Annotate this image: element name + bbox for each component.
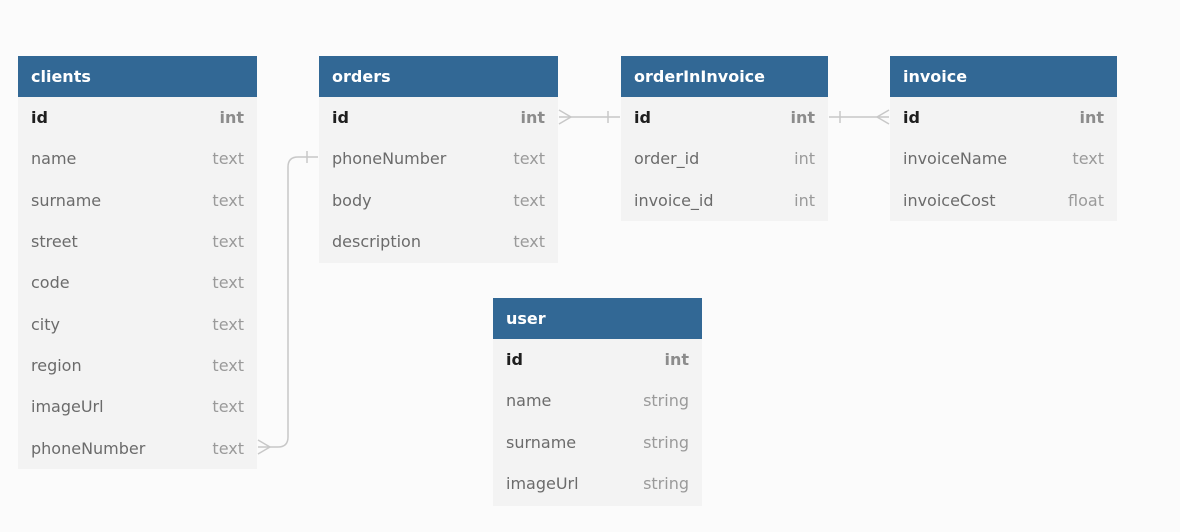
table-clients[interactable]: clients id int name text surname text stree… — [18, 56, 257, 469]
table-row[interactable]: invoiceCost float — [890, 180, 1117, 221]
column-name: street — [31, 232, 78, 252]
column-type: int — [219, 108, 244, 128]
table-row[interactable]: region text — [18, 345, 257, 386]
column-type: int — [664, 350, 689, 370]
column-name: id — [332, 108, 349, 128]
column-name: phoneNumber — [31, 438, 146, 458]
column-type: int — [1079, 108, 1104, 128]
column-name: imageUrl — [506, 474, 579, 494]
table-row[interactable]: imageUrl string — [493, 463, 702, 504]
column-type: text — [513, 190, 545, 210]
column-name: id — [903, 108, 920, 128]
table-row[interactable]: surname text — [18, 180, 257, 221]
column-name: id — [31, 108, 48, 128]
table-invoice[interactable]: invoice id int invoiceName text invoiceCos… — [890, 56, 1117, 221]
table-header[interactable]: clients — [18, 56, 257, 97]
table-header[interactable]: invoice — [890, 56, 1117, 97]
table-row[interactable]: id int — [621, 97, 828, 138]
table-row[interactable]: street text — [18, 221, 257, 262]
table-row[interactable]: invoice_id int — [621, 180, 828, 221]
column-name: city — [31, 314, 60, 334]
table-row[interactable]: name text — [18, 138, 257, 179]
column-name: invoiceName — [903, 149, 1008, 169]
column-type: int — [520, 108, 545, 128]
column-type: float — [1068, 190, 1104, 210]
table-row[interactable]: invoiceName text — [890, 138, 1117, 179]
column-type: text — [513, 149, 545, 169]
relation-orderininvoice-invoice — [829, 109, 890, 125]
table-row[interactable]: body text — [319, 180, 558, 221]
column-name: code — [31, 273, 70, 293]
table-row[interactable]: imageUrl text — [18, 386, 257, 427]
table-row[interactable]: phoneNumber text — [18, 427, 257, 468]
table-row[interactable]: city text — [18, 303, 257, 344]
column-type: string — [643, 432, 689, 452]
column-name: description — [332, 232, 421, 252]
column-name: invoiceCost — [903, 190, 996, 210]
column-type: string — [643, 474, 689, 494]
table-row[interactable]: id int — [890, 97, 1117, 138]
column-type: int — [790, 108, 815, 128]
column-name: order_id — [634, 149, 700, 169]
table-header[interactable]: orderInInvoice — [621, 56, 828, 97]
column-name: imageUrl — [31, 397, 104, 417]
column-type: text — [212, 190, 244, 210]
table-user[interactable]: user id int name string surname string imag… — [493, 298, 702, 506]
column-name: region — [31, 355, 82, 375]
table-row[interactable]: surname string — [493, 422, 702, 463]
table-row[interactable]: id int — [18, 97, 257, 138]
table-row[interactable]: phoneNumber text — [319, 138, 558, 179]
column-name: surname — [506, 432, 577, 452]
column-type: string — [643, 391, 689, 411]
column-type: text — [212, 232, 244, 252]
table-header[interactable]: orders — [319, 56, 558, 97]
table-row[interactable]: code text — [18, 262, 257, 303]
column-name: phoneNumber — [332, 149, 447, 169]
column-type: int — [794, 149, 815, 169]
column-name: invoice_id — [634, 190, 714, 210]
column-type: text — [212, 149, 244, 169]
column-name: id — [506, 350, 523, 370]
column-name: id — [634, 108, 651, 128]
table-row[interactable]: description text — [319, 221, 558, 262]
table-row[interactable]: name string — [493, 380, 702, 421]
relation-orders-orderininvoice — [558, 109, 620, 125]
column-name: surname — [31, 190, 102, 210]
column-name: name — [506, 391, 552, 411]
column-name: name — [31, 149, 77, 169]
relation-clients-orders — [257, 151, 318, 455]
column-type: text — [1072, 149, 1104, 169]
column-type: int — [794, 190, 815, 210]
column-type: text — [513, 232, 545, 252]
table-row[interactable]: id int — [493, 339, 702, 380]
table-header[interactable]: user — [493, 298, 702, 339]
column-name: body — [332, 190, 372, 210]
column-type: text — [212, 355, 244, 375]
column-type: text — [212, 438, 244, 458]
column-type: text — [212, 314, 244, 334]
table-row[interactable]: id int — [319, 97, 558, 138]
column-type: text — [212, 397, 244, 417]
table-orders[interactable]: orders id int phoneNumber text body text de… — [319, 56, 558, 263]
column-type: text — [212, 273, 244, 293]
table-row[interactable]: order_id int — [621, 138, 828, 179]
